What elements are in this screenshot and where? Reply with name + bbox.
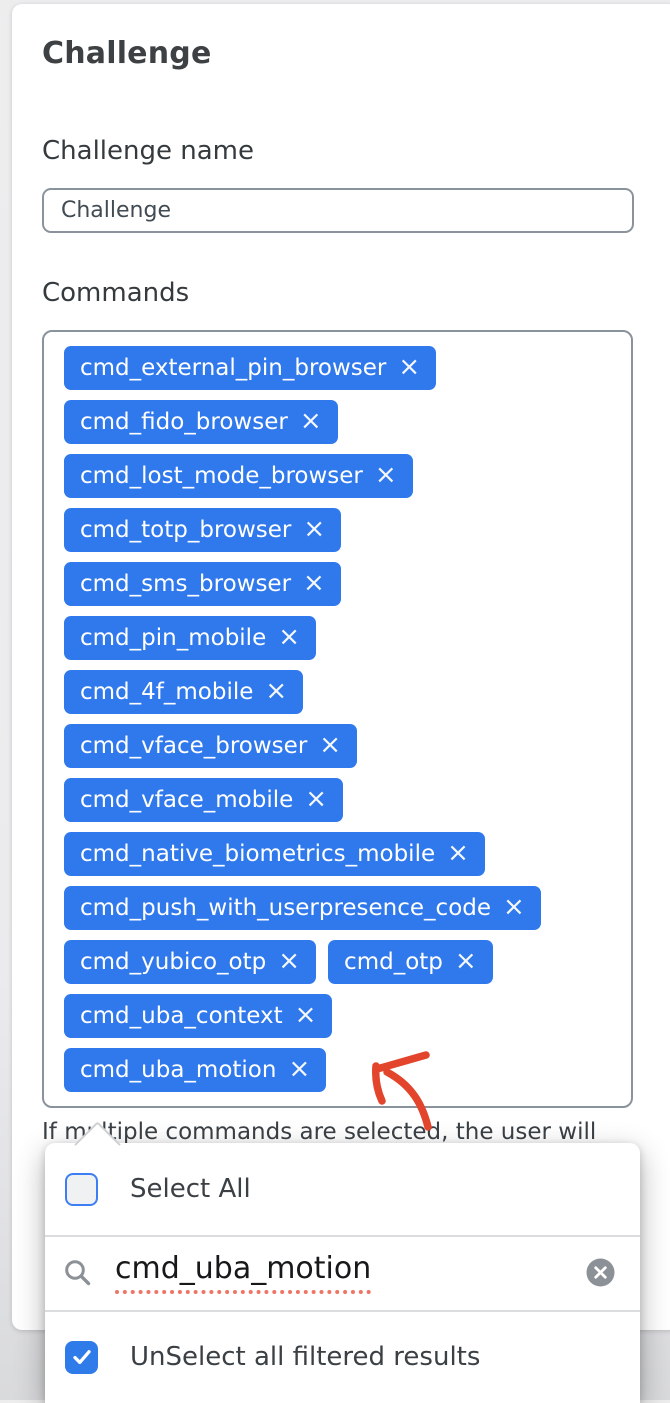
divider xyxy=(45,1310,640,1312)
remove-chip-icon[interactable]: × xyxy=(303,514,326,544)
command-chip-label: cmd_vface_mobile xyxy=(80,787,294,813)
command-chip[interactable]: cmd_totp_browser × xyxy=(64,508,342,552)
command-chip-label: cmd_yubico_otp xyxy=(80,949,267,975)
checkmark-icon xyxy=(72,1350,91,1365)
command-chip-label: cmd_uba_context xyxy=(80,1003,283,1029)
command-chip[interactable]: cmd_otp × xyxy=(328,940,493,984)
chip-row: cmd_vface_browser × xyxy=(64,724,358,768)
commands-multiselect-box[interactable]: cmd_external_pin_browser×cmd_fido_browse… xyxy=(42,330,633,1108)
command-chip-label: cmd_pin_mobile xyxy=(80,625,267,651)
select-all-row[interactable]: Select All xyxy=(45,1143,640,1235)
command-chip[interactable]: cmd_fido_browser × xyxy=(64,400,338,444)
chip-row: cmd_push_with_userpresence_code × xyxy=(64,886,541,930)
remove-chip-icon[interactable]: × xyxy=(299,406,322,436)
challenge-name-value: Challenge xyxy=(61,198,171,223)
unselect-filtered-row[interactable]: UnSelect all filtered results xyxy=(45,1311,640,1403)
command-chip-label: cmd_lost_mode_browser xyxy=(80,463,363,489)
commands-help-text: If multiple commands are selected, the u… xyxy=(42,1119,597,1145)
remove-chip-icon[interactable]: × xyxy=(319,730,342,760)
command-chip-label: cmd_external_pin_browser xyxy=(80,355,387,381)
command-chip[interactable]: cmd_4f_mobile × xyxy=(64,670,304,714)
selected-commands-list: cmd_external_pin_browser×cmd_fido_browse… xyxy=(44,332,631,1092)
command-chip-label: cmd_4f_mobile xyxy=(80,679,254,705)
chip-row: cmd_external_pin_browser × xyxy=(64,346,437,390)
page-title: Challenge xyxy=(42,36,212,71)
command-chip-label: cmd_native_biometrics_mobile xyxy=(80,841,436,867)
command-chip[interactable]: cmd_vface_mobile × xyxy=(64,778,344,822)
commands-dropdown-panel: Select All cmd_uba_motion UnSelect all f… xyxy=(45,1121,640,1403)
command-chip-label: cmd_uba_motion xyxy=(80,1057,277,1083)
command-chip-label: cmd_totp_browser xyxy=(80,517,292,543)
command-chip-label: cmd_otp xyxy=(344,949,443,975)
command-chip[interactable]: cmd_uba_motion × xyxy=(64,1048,327,1092)
challenge-name-label: Challenge name xyxy=(42,136,254,166)
remove-chip-icon[interactable]: × xyxy=(503,892,525,922)
remove-chip-icon[interactable]: × xyxy=(303,568,325,598)
command-chip-label: cmd_vface_browser xyxy=(80,733,308,759)
remove-chip-icon[interactable]: × xyxy=(454,946,477,976)
commands-label: Commands xyxy=(42,278,190,308)
remove-chip-icon[interactable]: × xyxy=(398,352,421,382)
select-all-label: Select All xyxy=(130,1174,251,1204)
command-chip[interactable]: cmd_sms_browser × xyxy=(64,562,341,606)
remove-chip-icon[interactable]: × xyxy=(278,622,301,652)
chip-row: cmd_uba_motion × xyxy=(64,1048,327,1092)
chip-row: cmd_yubico_otp × cmd_otp × xyxy=(64,940,493,984)
select-all-checkbox[interactable] xyxy=(65,1172,98,1206)
command-chip[interactable]: cmd_native_biometrics_mobile × xyxy=(64,832,485,876)
unselect-filtered-label: UnSelect all filtered results xyxy=(130,1342,481,1372)
command-chip[interactable]: cmd_push_with_userpresence_code × xyxy=(64,886,541,930)
search-row: cmd_uba_motion xyxy=(45,1236,640,1310)
command-chip[interactable]: cmd_uba_context × xyxy=(64,994,333,1038)
command-chip-label: cmd_push_with_userpresence_code xyxy=(80,895,492,921)
command-chip-label: cmd_sms_browser xyxy=(80,571,292,597)
command-chip[interactable]: cmd_vface_browser × xyxy=(64,724,358,768)
dropdown-search-input[interactable]: cmd_uba_motion xyxy=(115,1252,372,1294)
command-chip[interactable]: cmd_external_pin_browser × xyxy=(64,346,437,390)
command-chip-label: cmd_fido_browser xyxy=(80,409,288,435)
chip-row: cmd_vface_mobile × xyxy=(64,778,344,822)
chip-row: cmd_native_biometrics_mobile × xyxy=(64,832,485,876)
remove-chip-icon[interactable]: × xyxy=(278,946,301,976)
command-chip[interactable]: cmd_yubico_otp × xyxy=(64,940,317,984)
command-chip[interactable]: cmd_pin_mobile × xyxy=(64,616,317,660)
search-icon xyxy=(65,1260,91,1286)
chip-row: cmd_4f_mobile × xyxy=(64,670,304,714)
chip-row: cmd_fido_browser × xyxy=(64,400,338,444)
chip-row: cmd_lost_mode_browser × xyxy=(64,454,413,498)
remove-chip-icon[interactable]: × xyxy=(447,838,469,868)
remove-chip-icon[interactable]: × xyxy=(294,1000,317,1030)
remove-chip-icon[interactable]: × xyxy=(305,784,328,814)
clear-search-icon[interactable] xyxy=(586,1258,615,1287)
command-chip[interactable]: cmd_lost_mode_browser × xyxy=(64,454,413,498)
chip-row: cmd_pin_mobile × xyxy=(64,616,317,660)
divider xyxy=(45,1235,640,1237)
remove-chip-icon[interactable]: × xyxy=(374,460,397,490)
chip-row: cmd_totp_browser × xyxy=(64,508,342,552)
challenge-form-card: Challenge Challenge name Challenge Comma… xyxy=(12,4,670,1330)
chip-row: cmd_sms_browser × xyxy=(64,562,341,606)
challenge-name-input[interactable]: Challenge xyxy=(42,188,634,233)
unselect-filtered-checkbox[interactable] xyxy=(65,1340,98,1374)
chip-row: cmd_uba_context × xyxy=(64,994,333,1038)
remove-chip-icon[interactable]: × xyxy=(288,1054,311,1084)
remove-chip-icon[interactable]: × xyxy=(265,676,288,706)
